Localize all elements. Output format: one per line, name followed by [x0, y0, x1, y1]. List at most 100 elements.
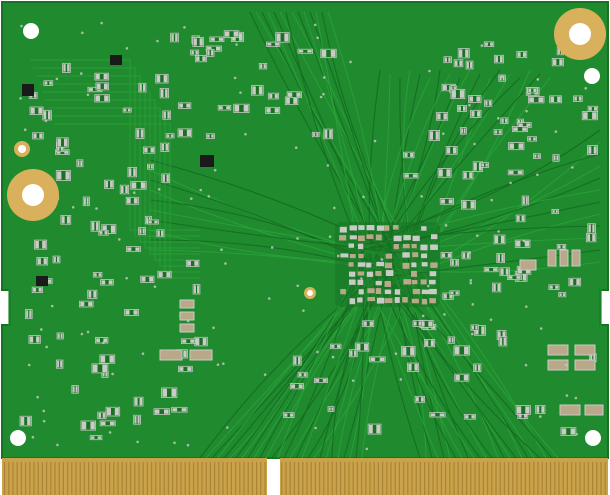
smd-pad	[497, 331, 501, 339]
bga-component	[429, 288, 437, 295]
smd-pad	[485, 42, 488, 46]
smd-pad	[146, 217, 148, 224]
smd-pad	[538, 97, 544, 103]
smd-footprint	[101, 224, 117, 234]
via	[524, 305, 528, 308]
smd-pad	[103, 83, 108, 90]
smd-pad	[328, 407, 331, 411]
smd-footprint	[34, 239, 48, 250]
via	[428, 69, 431, 73]
smd-footprint	[36, 257, 49, 266]
smd-pad	[522, 272, 527, 281]
smd-pad	[67, 64, 70, 72]
via	[489, 318, 493, 321]
bga-cluster	[335, 222, 440, 307]
gold-finger-gap	[130, 462, 132, 495]
large-pad	[547, 249, 557, 267]
gold-finger-gap	[256, 462, 258, 495]
gold-finger-gap	[529, 462, 531, 495]
smd-pad	[148, 164, 151, 169]
large-pad	[571, 249, 581, 267]
smd-pad	[96, 338, 100, 343]
smd-pad	[541, 406, 545, 413]
bga-component	[357, 243, 364, 250]
smd-footprint	[439, 198, 454, 205]
smd-pad	[101, 280, 106, 285]
smd-footprint	[162, 110, 171, 120]
via	[574, 396, 578, 400]
smd-pad	[195, 338, 200, 346]
smd-pad	[502, 75, 505, 81]
smd-footprint	[527, 136, 537, 142]
gold-finger-gap	[113, 462, 115, 495]
via	[244, 132, 247, 136]
smd-pad	[451, 337, 454, 343]
smd-pad	[96, 83, 101, 90]
smd-pad	[276, 33, 281, 42]
smd-pad	[33, 133, 37, 139]
smd-pad	[61, 216, 65, 224]
smd-pad	[80, 301, 85, 307]
smd-pad	[43, 111, 47, 120]
smd-footprint	[171, 406, 188, 413]
smd-footprint	[587, 145, 598, 155]
smd-pad	[481, 163, 485, 167]
via	[79, 72, 83, 75]
via	[420, 195, 423, 198]
smd-pad	[179, 367, 184, 371]
smd-pad	[477, 111, 481, 117]
smd-footprint	[76, 159, 84, 168]
smd-pad	[558, 245, 561, 249]
bga-component	[411, 280, 418, 285]
bga-component	[366, 234, 374, 239]
smd-footprint	[551, 209, 559, 215]
gold-finger-gap	[478, 462, 480, 495]
smd-pad	[140, 182, 146, 189]
via	[267, 297, 271, 300]
smd-pad	[139, 228, 142, 234]
smd-pad	[171, 33, 174, 42]
via	[471, 303, 475, 306]
smd-pad	[43, 258, 47, 265]
via	[86, 93, 90, 97]
via	[40, 328, 43, 331]
ic-chip	[22, 84, 34, 96]
smd-pad	[443, 113, 447, 120]
smd-footprint	[194, 55, 207, 63]
smd-pad	[499, 75, 502, 81]
smd-pad	[181, 408, 187, 412]
smd-footprint	[442, 292, 454, 300]
smd-pad	[516, 406, 522, 414]
smd-pad	[450, 291, 454, 295]
smd-pad	[27, 417, 31, 426]
smd-pad	[131, 182, 137, 189]
smd-pad	[404, 174, 409, 178]
bga-component	[339, 226, 347, 233]
smd-pad	[313, 133, 316, 136]
smd-footprint	[468, 95, 482, 103]
via	[216, 363, 220, 367]
smd-pad	[170, 134, 174, 138]
gold-finger-gap	[373, 462, 375, 495]
smd-footprint	[514, 239, 531, 248]
smd-pad	[498, 130, 502, 134]
via	[426, 284, 430, 288]
smd-pad	[529, 97, 534, 103]
gold-finger-gap	[495, 462, 497, 495]
smd-footprint	[551, 58, 564, 67]
smd-pad	[32, 287, 37, 292]
bga-component	[385, 253, 393, 259]
smd-pad	[97, 436, 102, 439]
bga-component	[367, 297, 376, 302]
via	[313, 23, 317, 27]
gold-finger-gap	[386, 462, 388, 495]
smd-pad	[284, 33, 289, 42]
smd-pad	[202, 338, 207, 346]
via	[56, 443, 59, 447]
gold-finger-gap	[46, 462, 48, 495]
smd-footprint	[462, 171, 474, 180]
smd-pad	[64, 150, 69, 154]
fiducial-center-drill	[307, 290, 313, 296]
via	[111, 372, 114, 376]
smd-pad	[144, 147, 148, 153]
